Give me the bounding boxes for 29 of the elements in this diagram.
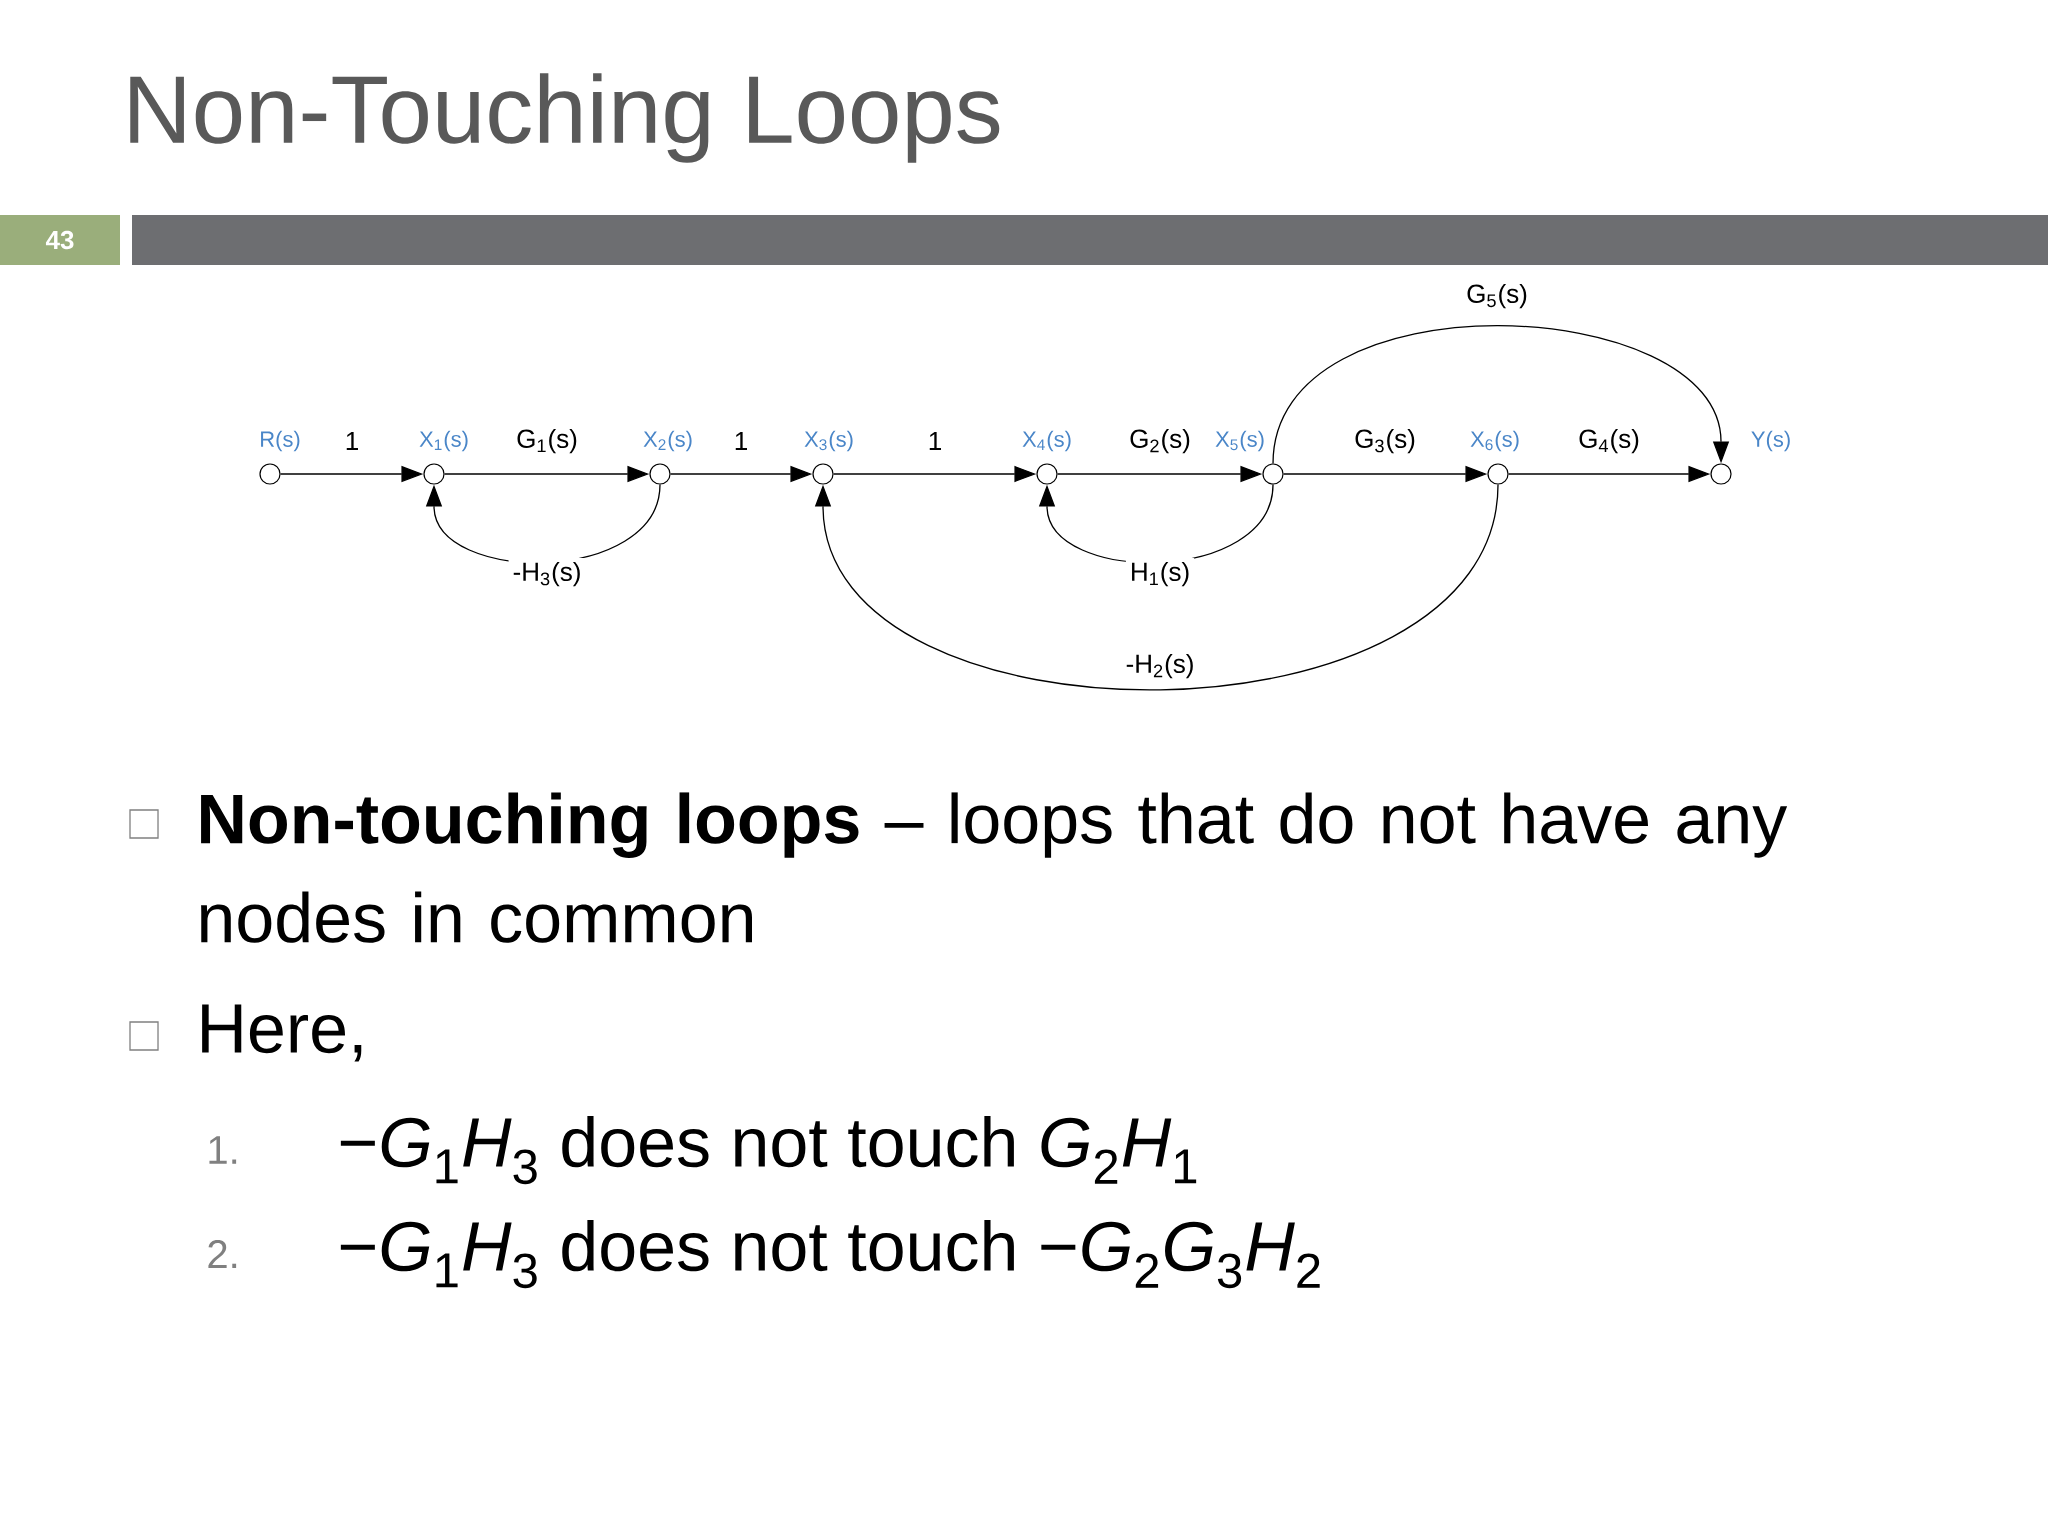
edge-label: G$_{1}$(s) [512, 424, 582, 458]
edge-label: 1 [340, 428, 364, 454]
node-label: X$_{4}$(s) [1022, 430, 1071, 452]
node-label: X$_{1}$(s) [419, 430, 468, 452]
slide-number: 43 [0, 215, 120, 265]
bullet-text: Non-touching loops – loops that do not have any nodes in common [201, 792, 1788, 943]
node-label: X$_{6}$(s) [1470, 430, 1519, 452]
bullet-text: Here, [202, 1004, 362, 1062]
edge-label: G$_{5}$(s) [1462, 279, 1532, 313]
edge-label: 1 [923, 428, 947, 454]
edge-label: -H$_{3}$(s) [508, 557, 586, 591]
node-label: X$_{2}$(s) [643, 430, 692, 452]
edge-label: -H$_{2}$(s) [1121, 649, 1199, 683]
edge-label: G$_{4}$(s) [1574, 424, 1644, 458]
list-item: −G$_{1}$H$_{3}$ does not touch −G$_{2}$G$_{3}$H$_{2}$ [340, 1219, 1320, 1289]
node-label: X$_{5}$(s) [1215, 430, 1264, 452]
node-label: X$_{3}$(s) [804, 430, 853, 452]
item-number: 2. [208, 1240, 237, 1268]
node-label: R(s) [261, 430, 300, 452]
edge-label: G$_{3}$(s) [1350, 424, 1420, 458]
node-label: Y(s) [1751, 430, 1790, 452]
arrow [1272, 325, 1730, 465]
arrow [814, 483, 1499, 691]
edge-label: G$_{2}$(s) [1125, 424, 1195, 458]
edge-label: H$_{1}$(s) [1125, 557, 1195, 591]
list-item: −G$_{1}$H$_{3}$ does not touch G$_{2}$H$_{1}$ [340, 1115, 1197, 1185]
slide-title: Non-Touching Loops [130, 73, 1000, 163]
item-number: 1. [209, 1136, 237, 1164]
edge-label: 1 [729, 428, 753, 454]
